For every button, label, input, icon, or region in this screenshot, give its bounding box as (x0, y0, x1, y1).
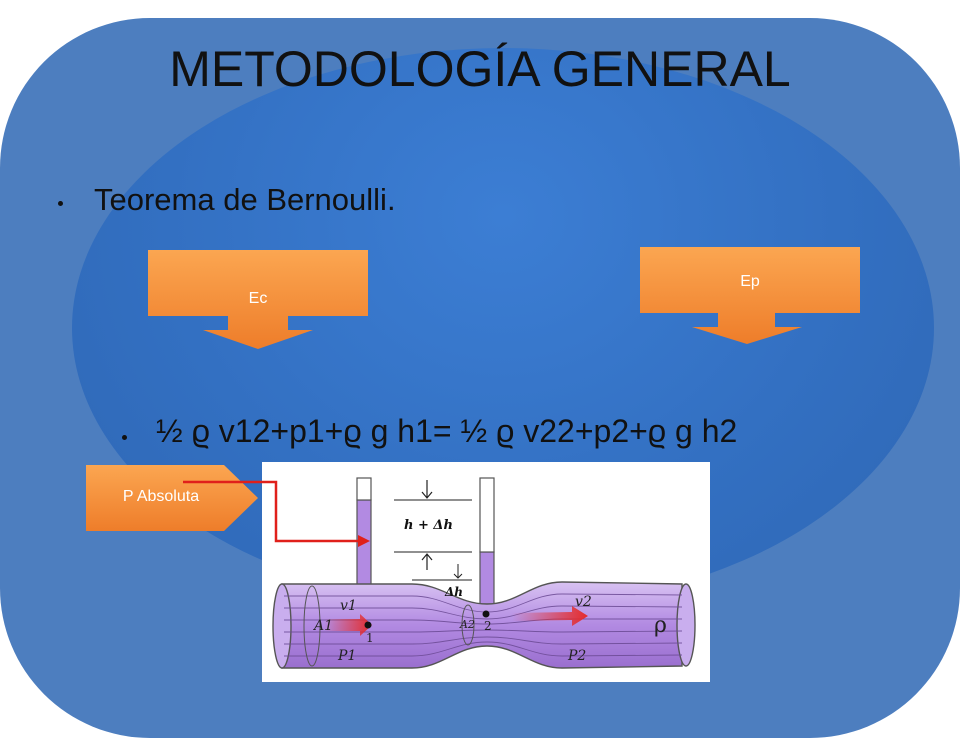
p1-label: P1 (337, 648, 356, 664)
point-1 (364, 621, 372, 629)
ep-arrow: Ep (640, 247, 860, 347)
a1-label: A1 (312, 618, 333, 634)
ec-arrow: Ec (148, 250, 368, 350)
ep-label: Ep (740, 273, 760, 290)
ec-label: Ec (248, 290, 268, 307)
point-2 (482, 610, 490, 618)
venturi-diagram: h + Δh Δh v1 v2 A1 A2 1 2 P1 P2 ρ (262, 462, 710, 682)
venturi-svg: h + Δh Δh v1 v2 A1 A2 1 2 P1 P2 ρ (272, 477, 696, 669)
v1-label: v1 (340, 598, 357, 614)
p2-label: P2 (567, 648, 586, 664)
point-2-label: 2 (484, 619, 492, 633)
p-absoluta-label: P Absoluta (122, 488, 200, 505)
v1-arrow (324, 614, 372, 636)
p-absoluta-arrow: P Absoluta (86, 465, 258, 531)
bullet-dot (58, 201, 63, 206)
rho-label: ρ (654, 613, 667, 638)
a2-label: A2 (459, 618, 475, 631)
v2-label: v2 (575, 594, 592, 610)
bullet-text: Teorema de Bernoulli. (94, 182, 396, 217)
bullet-dot (122, 435, 127, 440)
slide-title: METODOLOGÍA GENERAL (169, 41, 791, 97)
v2-arrow (512, 606, 588, 626)
height-label: h + Δh (404, 518, 453, 533)
delta-h-label: Δh (444, 585, 463, 599)
bernoulli-equation: ½ ϱ v12+p1+ϱ g h1= ½ ϱ v22+p2+ϱ g h2 (156, 413, 738, 449)
ec-arrow-shape (148, 250, 368, 349)
ep-arrow-shape (640, 247, 860, 344)
point-1-label: 1 (366, 631, 374, 645)
